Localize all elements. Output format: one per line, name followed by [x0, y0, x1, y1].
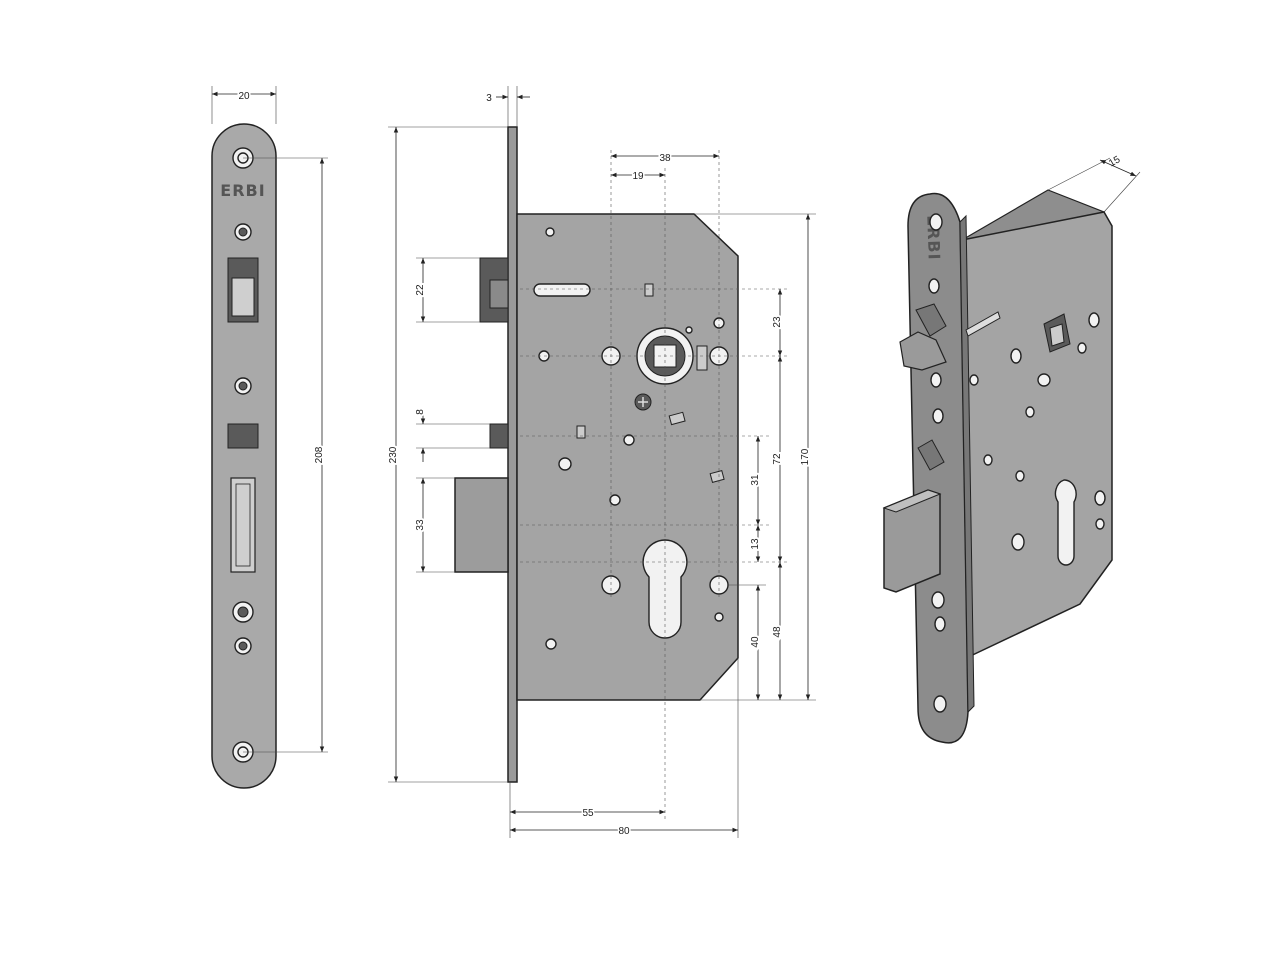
- dim-cylinder-to-latch: 31: [748, 436, 763, 525]
- dim-deadlatch: 8: [413, 407, 490, 462]
- svg-text:13: 13: [750, 538, 761, 550]
- dim-latch-height: 22: [413, 257, 480, 323]
- svg-text:48: 48: [772, 626, 783, 638]
- svg-text:208: 208: [314, 446, 325, 463]
- svg-text:72: 72: [772, 453, 783, 465]
- lock-case-side-view: [454, 126, 739, 783]
- dim-cylinder-to-bottom-hole: 40: [728, 584, 766, 700]
- dim-follower-to-top-hole: 23: [770, 289, 785, 356]
- dim-follower-to-cylinder: 72: [770, 356, 785, 562]
- brand-logo: ERBI: [220, 181, 265, 200]
- dim-case-height: 170: [694, 213, 816, 701]
- dim-faceplate-length: 230: [386, 126, 508, 783]
- dim-faceplate-width: 20: [211, 86, 277, 124]
- svg-text:3: 3: [486, 93, 492, 104]
- svg-text:80: 80: [618, 826, 630, 837]
- dim-follower-offset: 19: [611, 170, 665, 184]
- svg-text:20: 20: [238, 91, 250, 102]
- svg-text:22: 22: [415, 284, 426, 296]
- svg-text:31: 31: [750, 474, 761, 486]
- faceplate-front-view: ERBI: [211, 123, 277, 789]
- svg-text:23: 23: [772, 316, 783, 328]
- lock-isometric-view: ERBI: [882, 189, 1113, 744]
- dim-hole-spacing: 38: [611, 152, 719, 166]
- center-lines: [520, 150, 790, 820]
- dim-backset: 55: [509, 782, 665, 838]
- dim-cylinder-to-case-bottom: 48: [770, 562, 785, 700]
- dim-screw-spacing: 208: [243, 157, 328, 753]
- dim-case-depth: 80: [510, 658, 739, 839]
- svg-text:15: 15: [1107, 154, 1123, 169]
- svg-text:19: 19: [632, 171, 644, 182]
- svg-text:33: 33: [415, 519, 426, 531]
- dim-bolt-height: 33: [413, 477, 455, 573]
- svg-text:55: 55: [582, 808, 594, 819]
- svg-text:230: 230: [388, 446, 399, 463]
- svg-text:40: 40: [750, 636, 761, 648]
- dim-cylinder-to-bolt: 13: [748, 525, 763, 562]
- svg-text:170: 170: [800, 448, 811, 465]
- dim-faceplate-thickness: 3: [486, 86, 530, 127]
- svg-text:8: 8: [415, 409, 426, 415]
- dim-case-thickness-iso: 15: [1047, 154, 1141, 213]
- svg-text:38: 38: [659, 153, 671, 164]
